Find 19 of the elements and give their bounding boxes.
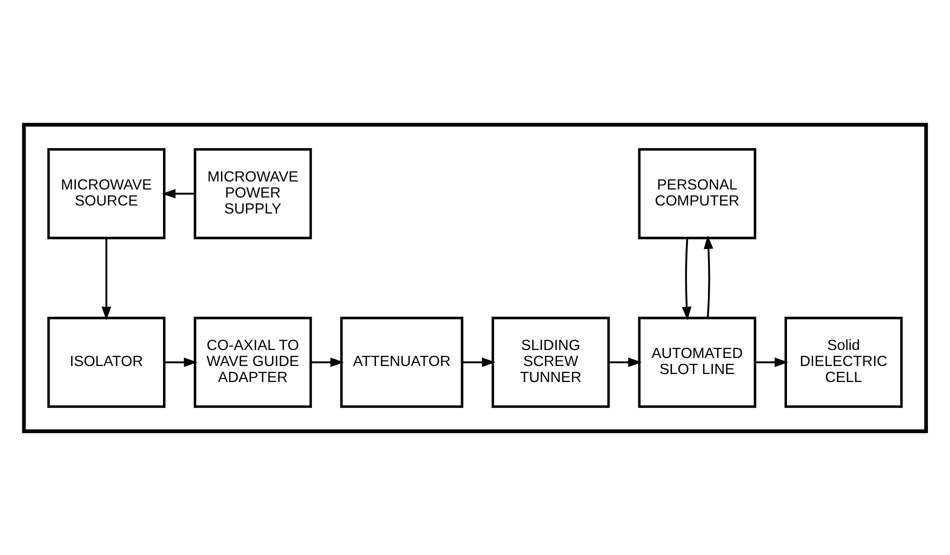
node-box: AUTOMATED SLOT LINE [638, 316, 756, 408]
arrow [609, 357, 642, 367]
arrow [462, 357, 496, 367]
node-box: Solid DIELECTRIC CELL [784, 316, 903, 408]
node-box: SLIDING SCREW TUNNER [492, 316, 610, 408]
arrow [164, 357, 198, 367]
arrow [102, 238, 112, 320]
arrow [704, 234, 714, 318]
arrow [756, 357, 788, 367]
node-box: MICROWAVE SOURCE [47, 148, 166, 239]
node-box: MICROWAVE POWER SUPPLY [194, 148, 312, 239]
arrow [311, 357, 344, 367]
node-box: CO-AXIAL TO WAVE GUIDE ADAPTER [194, 316, 312, 408]
cluster [22, 122, 928, 433]
arrow [682, 238, 692, 320]
node-box: ISOLATOR [47, 316, 166, 408]
node-box: ATTENUATOR [340, 316, 464, 408]
arrow [162, 188, 195, 198]
node-box: PERSONAL COMPUTER [638, 148, 756, 239]
